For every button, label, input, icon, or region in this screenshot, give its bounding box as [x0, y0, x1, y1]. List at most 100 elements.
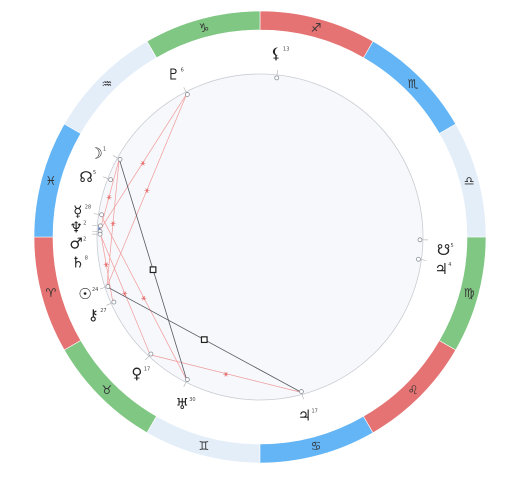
- cancer-icon: ♋: [311, 439, 322, 453]
- aspect-line-pluto-sun: [106, 93, 188, 287]
- planet-south-node: ☋5: [417, 237, 454, 259]
- planet-venus: ♀17: [131, 351, 154, 383]
- neptune-icon: ♆: [70, 218, 83, 236]
- square-aspect-icon: [200, 336, 208, 344]
- moon-icon: ☽: [89, 144, 102, 162]
- planet-marker: [111, 299, 117, 305]
- planet-marker: [299, 389, 304, 394]
- pluto-icon: ♇: [167, 66, 180, 84]
- planet-marker: [416, 256, 421, 262]
- planet-sun: ☉24: [78, 284, 111, 303]
- trine-aspect-icon: ⚹: [103, 260, 109, 270]
- aspect-line-pluto-mars: [98, 93, 188, 232]
- planet-tick: [276, 69, 278, 75]
- sagittarius-icon: ♐: [311, 21, 322, 35]
- planet-north-node: ☊5: [79, 168, 114, 186]
- planet-degree: 28: [85, 204, 91, 210]
- planet-degree: 5: [93, 170, 96, 176]
- gemini-icon: ♊: [199, 439, 210, 453]
- planet-degree: 6: [181, 68, 184, 74]
- planet-degree: 2: [83, 220, 86, 226]
- planet-marker: [108, 177, 114, 183]
- planet-jupiter: ♃17: [298, 389, 318, 425]
- planet-saturn: ♄8: [71, 231, 103, 272]
- venus-icon: ♀: [131, 365, 142, 383]
- taurus-icon: ♉: [102, 383, 113, 397]
- planet-mercury: ☿28: [73, 202, 104, 220]
- planet-tick: [183, 87, 187, 92]
- planet-mars: ♂2: [69, 229, 103, 252]
- planet-marker: [97, 223, 103, 229]
- planet-marker: [184, 377, 190, 382]
- south-node-icon: ☋: [437, 241, 450, 259]
- planet-degree: 4: [448, 262, 451, 268]
- jupiter-icon: ♃: [298, 407, 311, 425]
- planet-marker: [97, 231, 103, 237]
- saturn-icon: ♄: [71, 254, 84, 272]
- planet-marker: [148, 351, 154, 357]
- jupiter-icon: ♃: [434, 260, 447, 278]
- planet-degree: 5: [451, 243, 454, 249]
- inner-ring: [96, 73, 424, 401]
- aspect-line-mars-venus: [98, 231, 151, 355]
- planet-marker: [417, 237, 423, 243]
- planet-degree: 17: [144, 367, 150, 373]
- planet-marker: [99, 212, 104, 218]
- aspect-line-mercury-uranus: [100, 214, 188, 381]
- north-node-icon: ☊: [79, 168, 92, 186]
- trine-aspect-icon: ⚹: [140, 158, 146, 168]
- planet-tick: [103, 176, 108, 179]
- planet-chiron: ⚷27: [88, 299, 117, 324]
- libra-icon: ♎: [464, 174, 475, 188]
- planet-degree: 27: [100, 308, 106, 314]
- mars-icon: ♂: [69, 234, 82, 252]
- planet-neptune: ♆2: [70, 218, 103, 236]
- trine-aspect-icon: ⚹: [144, 186, 150, 196]
- planet-tick: [112, 155, 118, 159]
- planet-degree: 30: [189, 397, 195, 403]
- planet-degree: 2: [83, 236, 86, 242]
- aspect-line-neptune-chiron: [99, 225, 114, 303]
- chiron-icon: ⚷: [88, 306, 99, 324]
- virgo-icon: ♍: [464, 286, 475, 300]
- planet-tick: [93, 213, 99, 215]
- planet-degree: 8: [85, 256, 88, 262]
- inner-circle: [53, 30, 467, 444]
- lilith-icon: ⚸: [271, 45, 282, 63]
- planet-jupiter-2: ♃4: [416, 256, 451, 278]
- pisces-icon: ♓: [45, 174, 56, 188]
- planet-tick: [106, 303, 112, 306]
- planet-tick: [421, 259, 427, 261]
- planet-degree: 24: [92, 287, 98, 293]
- sun-icon: ☉: [78, 285, 91, 303]
- aspect-lines: ⚹⚹⚹⚹⚹⚹⚹⚹: [98, 93, 302, 393]
- aspect-line-moon-saturn: [98, 158, 120, 235]
- planet-moon: ☽1: [89, 144, 123, 162]
- aries-icon: ♈: [45, 286, 56, 300]
- uranus-icon: ♅: [176, 395, 189, 413]
- planet-degree: 13: [283, 47, 289, 53]
- planet-pluto: ♇6: [167, 66, 190, 97]
- planet-marker: [117, 157, 123, 162]
- planet-tick: [183, 382, 187, 387]
- aquarius-icon: ♒: [102, 77, 113, 91]
- planet-tick: [100, 287, 106, 290]
- planet-marker: [105, 284, 111, 289]
- trine-aspect-icon: ⚹: [223, 370, 229, 380]
- planet-degree: 1: [103, 146, 106, 152]
- trine-aspect-icon: ⚹: [110, 219, 116, 229]
- planet-degree: 17: [312, 409, 318, 415]
- trine-aspect-icon: ⚹: [141, 294, 147, 304]
- leo-icon: ♌: [408, 383, 419, 397]
- square-aspect-icon: [149, 266, 157, 274]
- planet-marker: [274, 75, 280, 81]
- aspect-line-moon-sun: [106, 158, 120, 287]
- planet-lilith: ⚸13: [271, 45, 289, 81]
- planet-tick: [301, 394, 304, 400]
- capricorn-icon: ♑: [199, 21, 210, 35]
- planet-marker: [184, 92, 190, 97]
- trine-aspect-icon: ⚹: [122, 289, 128, 299]
- mercury-icon: ☿: [73, 202, 82, 220]
